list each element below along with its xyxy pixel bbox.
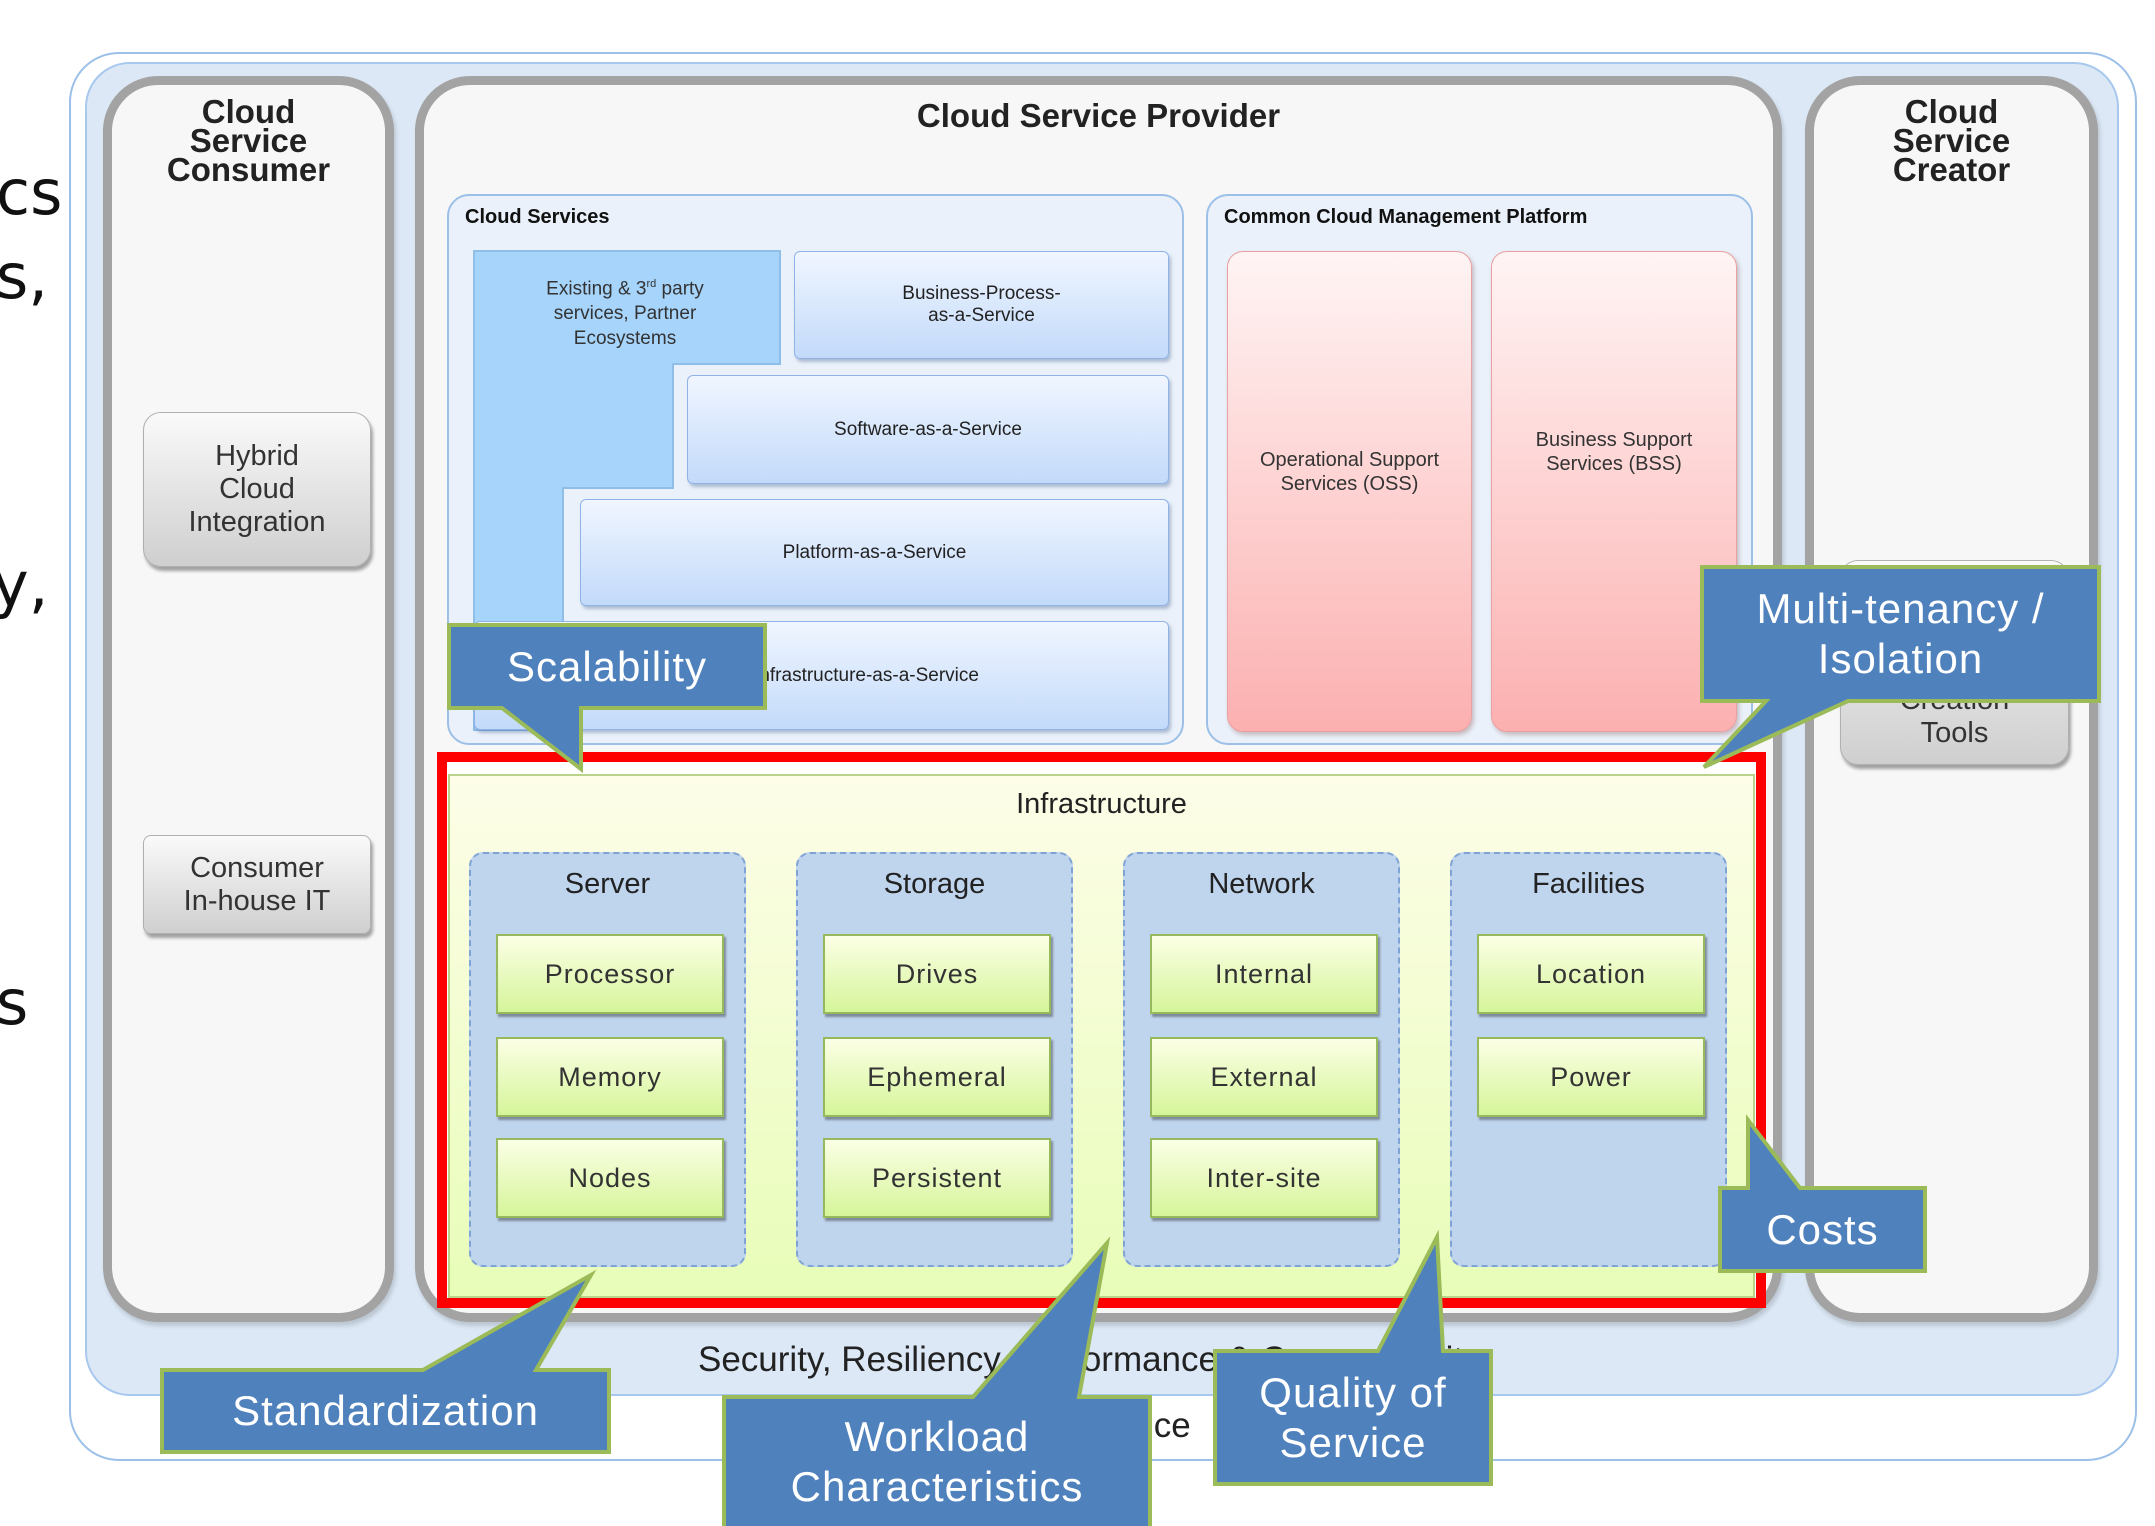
existing-sup: rd bbox=[646, 278, 657, 290]
infrastructure-title: Infrastructure bbox=[1016, 788, 1187, 820]
existing-services-label: Existing & 3rd party services, Partner E… bbox=[500, 272, 750, 351]
existing-services-fill bbox=[473, 250, 781, 731]
callout-scalability-shape bbox=[447, 623, 767, 774]
bpaas-layer: Business-Process-as-a-Service bbox=[794, 251, 1169, 359]
callout-multi-tenancy: Multi-tenancy / Isolation bbox=[1756, 585, 2045, 682]
infra-group-title: Server bbox=[564, 868, 651, 900]
consumer-title: Cloud Service Consumer bbox=[166, 93, 331, 188]
callout-multitenancy-shape bbox=[1700, 565, 2101, 769]
existing-line3: Ecosystems bbox=[573, 328, 677, 350]
infra-item: Drives bbox=[823, 934, 1051, 1014]
existing-line1: Existing & 3 bbox=[546, 278, 647, 300]
callout-costs: Costs bbox=[1766, 1205, 1879, 1253]
callout-standardization-shape bbox=[160, 1269, 611, 1454]
infra-item: Location bbox=[1477, 934, 1705, 1014]
text-fragment: s bbox=[0, 966, 29, 1039]
text-fragment: cs bbox=[0, 156, 63, 229]
callout-standardization: Standardization bbox=[232, 1387, 539, 1434]
text-fragment: y, bbox=[0, 548, 49, 621]
callout-scalability: Scalability bbox=[506, 642, 708, 690]
text-fragment: s, bbox=[0, 240, 49, 313]
callout-workload: Workload Characteristics bbox=[790, 1412, 1084, 1510]
oss-block: Operational Support Services (OSS) bbox=[1227, 251, 1472, 732]
bss-block: Business Support Services (BSS) bbox=[1491, 251, 1737, 732]
hybrid-cloud-integration: Hybrid Cloud Integration bbox=[143, 412, 371, 567]
infra-item: Memory bbox=[496, 1037, 724, 1117]
infra-item: Processor bbox=[496, 934, 724, 1014]
infra-item: Power bbox=[1477, 1037, 1705, 1117]
provider-title: Cloud Service Provider bbox=[916, 97, 1281, 134]
infra-item: External bbox=[1150, 1037, 1378, 1117]
creator-title: Cloud Service Creator bbox=[1892, 93, 2011, 188]
consumer-column: Cloud Service Consumer bbox=[103, 76, 394, 1322]
callout-quality-shape bbox=[1213, 1229, 1493, 1486]
infra-group-title: Facilities bbox=[1532, 868, 1645, 900]
saas-layer: Software-as-a-Service bbox=[687, 375, 1169, 484]
paas-layer: Platform-as-a-Service bbox=[580, 499, 1169, 606]
cloud-services-title: Cloud Services bbox=[465, 206, 610, 228]
infra-item: Internal bbox=[1150, 934, 1378, 1014]
callout-workload-shape bbox=[722, 1236, 1152, 1526]
infra-item: Inter-site bbox=[1150, 1138, 1378, 1218]
existing-line1-post: party bbox=[656, 278, 704, 300]
consumer-in-house-it: Consumer In-house IT bbox=[143, 835, 371, 934]
ccmp-title: Common Cloud Management Platform bbox=[1224, 206, 1588, 228]
infra-item: Persistent bbox=[823, 1138, 1051, 1218]
existing-line2: services, Partner bbox=[553, 303, 697, 325]
infra-group-title: Storage bbox=[883, 868, 986, 900]
infra-item: Nodes bbox=[496, 1138, 724, 1218]
infra-group-title: Network bbox=[1208, 868, 1315, 900]
callout-costs-shape bbox=[1718, 1114, 1927, 1273]
callout-quality: Quality of Service bbox=[1259, 1368, 1447, 1466]
infra-item: Ephemeral bbox=[823, 1037, 1051, 1117]
